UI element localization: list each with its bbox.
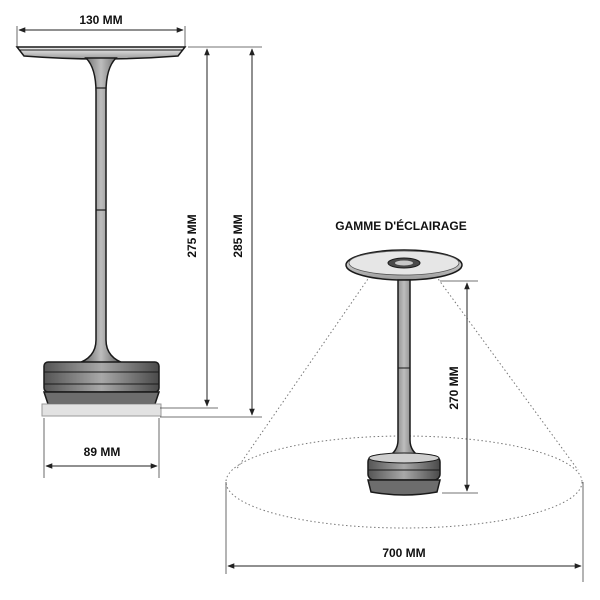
dim-height-right: 270 MM [440,280,478,494]
label-height-right: 270 MM [447,366,461,409]
left-lamp-view: 130 MM 89 MM [15,13,262,478]
dim-width-top: 130 MM [16,13,186,48]
lamp-shade-top [345,249,463,281]
dim-spread: 700 MM [225,482,584,582]
dim-width-base: 89 MM [43,418,160,478]
label-height-outer: 285 MM [231,214,245,257]
lamp-shade [15,46,187,60]
lamp-base [41,361,162,417]
lamp-stem-right [385,279,423,459]
light-cone [225,275,583,529]
dim-heights: 275 MM 285 MM [160,46,262,418]
label-lighting-range: GAMME D'ÉCLAIRAGE [335,218,467,233]
lamp-base-right [367,452,441,496]
label-height-inner: 275 MM [185,214,199,257]
lamp-stem [75,57,127,365]
right-lighting-view: GAMME D'ÉCLAIRAGE [225,218,584,582]
label-width-top: 130 MM [79,13,122,27]
label-spread: 700 MM [382,546,425,560]
label-width-base: 89 MM [84,445,121,459]
